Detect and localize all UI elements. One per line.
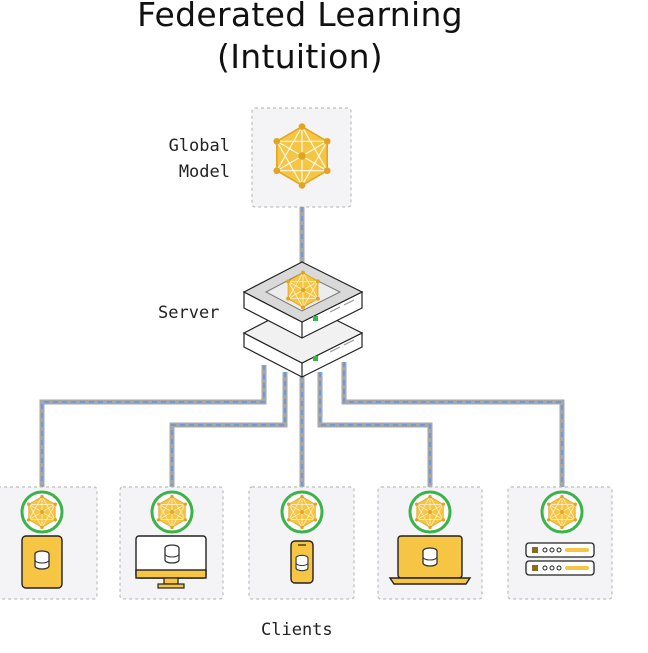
smartphone-icon — [290, 540, 314, 584]
server-rack-icon — [525, 542, 595, 576]
title-line-2: (Intuition) — [217, 37, 383, 76]
client-links — [39, 362, 565, 490]
client-model-icon — [410, 492, 450, 532]
global-model-label-1: Global — [168, 136, 230, 156]
server-label: Server — [158, 303, 220, 323]
client-card-tablet — [0, 486, 98, 600]
laptop-icon — [388, 535, 472, 585]
client-card-smartphone — [248, 486, 355, 600]
global-model-card — [251, 107, 352, 208]
client-model-icon — [542, 492, 582, 532]
client-card-desktop — [119, 486, 224, 600]
client-model-icon — [152, 492, 192, 532]
client-card-laptop — [377, 486, 483, 600]
title-line-1: Federated Learning — [137, 0, 463, 34]
client-card-server-rack — [507, 486, 613, 600]
clients-label: Clients — [261, 620, 333, 640]
desktop-monitor-icon — [135, 535, 207, 589]
client-model-icon — [22, 492, 62, 532]
global-model-label-2: Model — [178, 162, 230, 182]
client-model-icon — [282, 492, 322, 532]
tablet-icon — [21, 535, 63, 589]
server-icon — [242, 261, 364, 378]
